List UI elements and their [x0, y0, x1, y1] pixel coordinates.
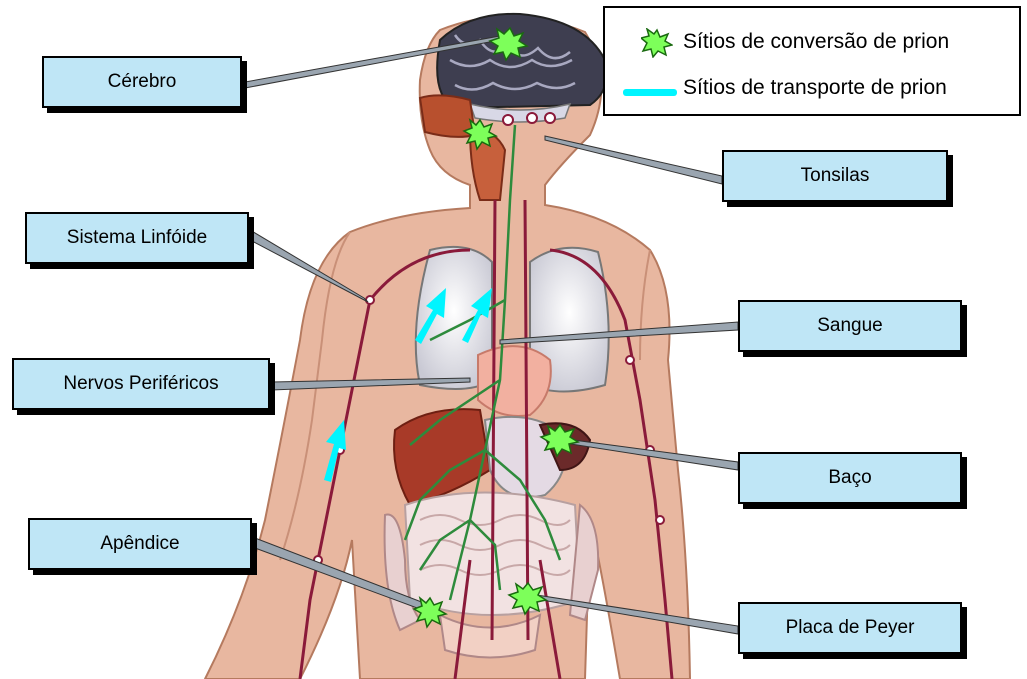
connector-tonsils	[545, 136, 722, 184]
legend: Sítios de conversão de prion Sítios de t…	[603, 6, 1021, 116]
label-peripheral-nerves: Nervos Periféricos	[12, 358, 270, 410]
heart	[478, 346, 551, 416]
label-brain: Cérebro	[42, 56, 242, 108]
green-star-burst-icon	[641, 28, 673, 58]
label-appendix: Apêndice	[28, 518, 252, 570]
legend-conversion-row: Sítios de conversão de prion	[605, 22, 1019, 62]
legend-transport-row: Sítios de transporte de prion	[605, 68, 1019, 108]
cyan-line-icon	[623, 88, 677, 98]
label-spleen: Baço	[738, 452, 962, 504]
legend-conversion-label: Sítios de conversão de prion	[683, 30, 949, 54]
label-peyer-patch: Placa de Peyer	[738, 602, 962, 654]
label-lymphoid-system: Sistema Linfóide	[25, 212, 249, 264]
legend-transport-label: Sítios de transporte de prion	[683, 76, 947, 100]
label-blood: Sangue	[738, 300, 962, 352]
label-tonsils: Tonsilas	[722, 150, 948, 202]
